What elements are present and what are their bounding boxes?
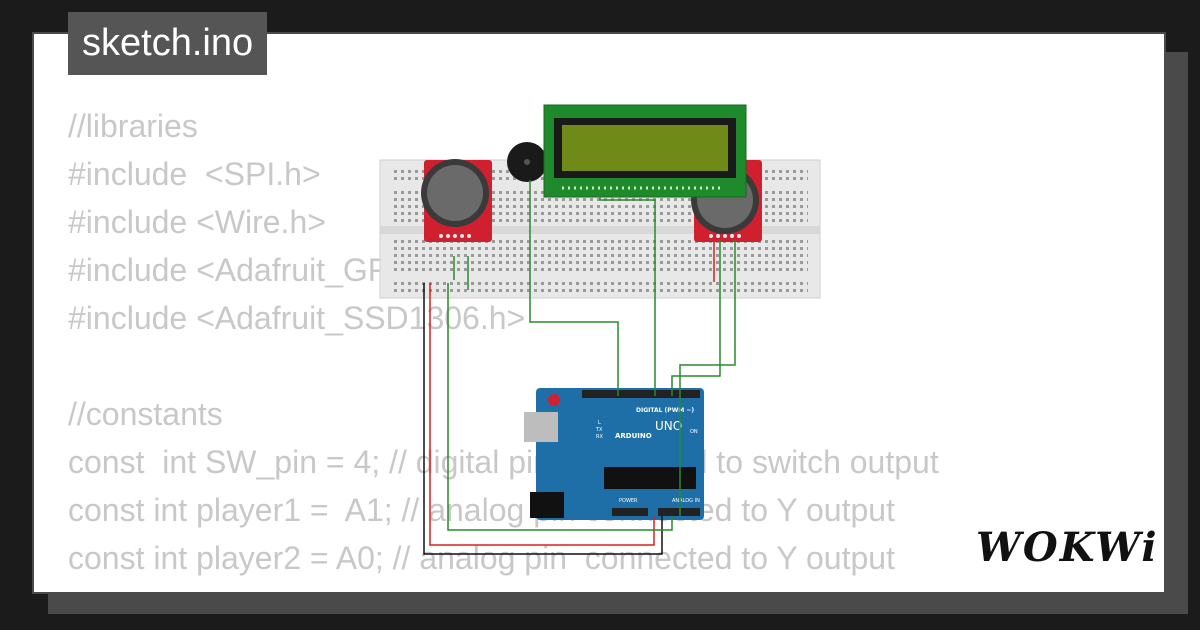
rx-label: RX — [596, 434, 603, 440]
reset-button-icon — [548, 394, 560, 406]
power-label: POWER — [619, 498, 638, 504]
wire-green — [599, 190, 656, 396]
wokwi-logo: WOKWi — [976, 524, 1159, 571]
wire-green — [679, 240, 736, 516]
usb-port — [524, 412, 558, 442]
board-name: UNO — [655, 419, 682, 433]
wire-green — [529, 180, 619, 396]
on-label: ON — [690, 429, 698, 435]
wire-green — [447, 283, 673, 531]
analog-label: ANALOG IN — [672, 498, 700, 504]
digital-label: DIGITAL (PWM ~) — [636, 407, 694, 414]
power-jack — [530, 492, 564, 518]
wire-black — [423, 283, 663, 555]
code-line: #include <SPI.h> — [68, 156, 321, 192]
code-line: #include <Adafruit_SSD1306.h> — [68, 300, 526, 336]
chip — [604, 467, 696, 489]
code-line: #include <Wire.h> — [68, 204, 326, 240]
arduino-uno[interactable]: DIGITAL (PWM ~) ARDUINO UNO POWER ANALOG… — [524, 388, 704, 520]
joystick-left[interactable] — [421, 159, 492, 242]
tx-label: TX — [595, 427, 603, 433]
code-line: const int player2 = A0; // analog pin co… — [68, 540, 895, 576]
buzzer[interactable] — [507, 142, 547, 182]
arduino-brand: ARDUINO — [615, 432, 652, 440]
lcd-display[interactable] — [543, 104, 747, 198]
code-line: //libraries — [68, 108, 198, 144]
l-label: L — [598, 420, 601, 426]
code-line: //constants — [68, 396, 223, 432]
wire-green — [671, 240, 721, 396]
wires — [423, 180, 736, 555]
sketch-title[interactable]: sketch.ino — [68, 12, 268, 75]
